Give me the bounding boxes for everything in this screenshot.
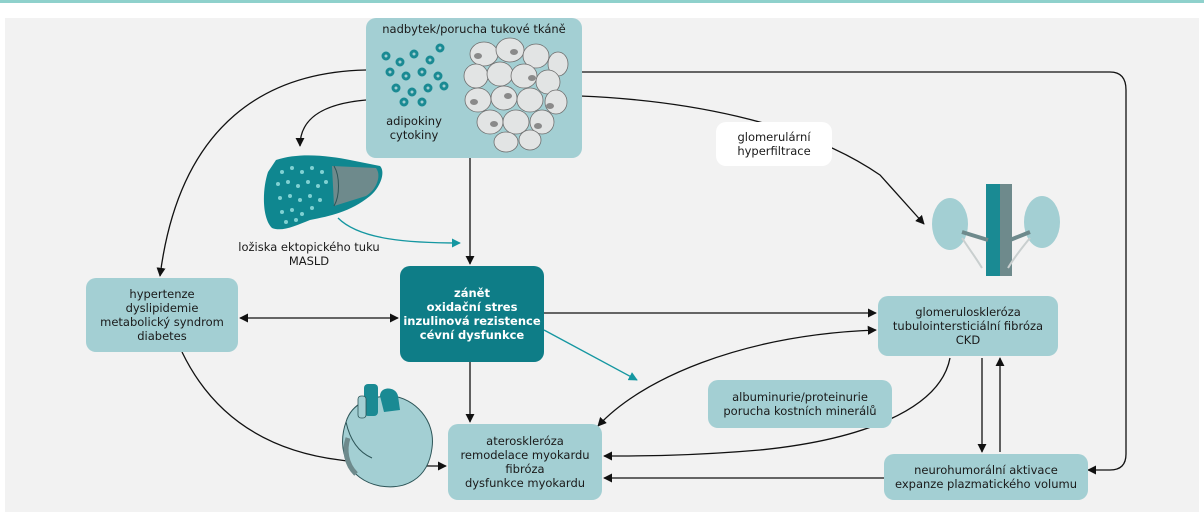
liver-illustration <box>263 155 383 230</box>
node-neurohumoral: neurohumorální aktivace expanze plazmati… <box>884 454 1088 500</box>
arrow-fat-to-liver <box>295 99 367 147</box>
arrow-fat-to-neurohumoral <box>582 71 1127 475</box>
node-albuminuria: albuminurie/proteinurie porucha kostních… <box>708 380 892 428</box>
fat-cells-illustration <box>381 37 569 153</box>
liver-caption: ložiska ektopického tuku MASLD <box>238 240 380 268</box>
node-glomerulosclerosis: glomeruloskleróza tubulointersticiální f… <box>878 296 1058 356</box>
heart-illustration <box>342 384 433 488</box>
arrow-liver-to-inflammation <box>337 217 461 248</box>
fat-caption: adipokiny cytokiny <box>386 114 442 142</box>
node-glomerular-hyperfiltration: glomerulární hyperfiltrace <box>716 122 832 166</box>
node-atherosclerosis: ateroskleróza remodelace myokardu fibróz… <box>448 424 602 500</box>
kidneys-illustration <box>932 184 1060 276</box>
arrow-albuminuria-to-atherosclerosis <box>603 357 951 461</box>
arrow-inflammation-teal <box>543 329 638 381</box>
arrow-fat-to-kidneys <box>579 95 925 225</box>
arrow-fat-to-hypertension <box>156 69 367 277</box>
node-hypertension: hypertenze dyslipidemie metabolický synd… <box>86 278 238 352</box>
arrow-atherosclerosis-glomerulosclerosis <box>597 325 877 427</box>
fat-title: nadbytek/porucha tukové tkáně <box>382 22 566 36</box>
node-inflammation: zánět oxidační stres inzulinová rezisten… <box>400 266 544 362</box>
node-fat-tissue: nadbytek/porucha tukové tkáně adipokin <box>366 18 582 158</box>
top-rule <box>0 0 1204 3</box>
